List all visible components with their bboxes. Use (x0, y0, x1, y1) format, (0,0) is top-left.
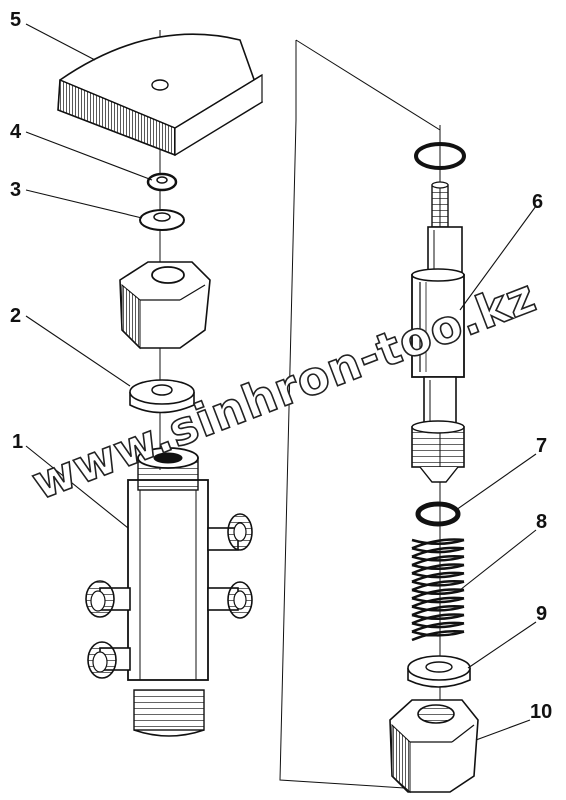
callout-7: 7 (536, 435, 547, 457)
part-5-pad (57, 33, 263, 157)
callout-1: 1 (12, 431, 23, 453)
part-3-flat-washer (139, 209, 185, 231)
callout-5: 5 (10, 9, 21, 31)
watermark-text: www.sinhron-too.kz (25, 268, 544, 510)
part-8-spring (411, 538, 465, 642)
callout-10: 10 (530, 701, 552, 723)
leader-lines (25, 23, 537, 741)
callout-3: 3 (10, 179, 21, 201)
part-2-thick-washer (129, 379, 195, 414)
assembly-connection-line (279, 40, 437, 791)
callout-2: 2 (10, 305, 21, 327)
callout-6: 6 (532, 191, 543, 213)
connection-line-top (295, 39, 441, 131)
callout-9: 9 (536, 603, 547, 625)
part-7-o-ring (415, 501, 461, 527)
part-9-washer (407, 655, 471, 688)
part-4-small-washer (146, 172, 178, 192)
part-6-valve-stem (411, 181, 465, 483)
part-1-body (85, 447, 253, 737)
callout-4: 4 (10, 121, 22, 143)
upper-hex-nut (119, 261, 211, 350)
callout-8: 8 (536, 511, 547, 533)
top-o-ring (414, 142, 466, 170)
part-10-hex-nut (389, 699, 479, 794)
